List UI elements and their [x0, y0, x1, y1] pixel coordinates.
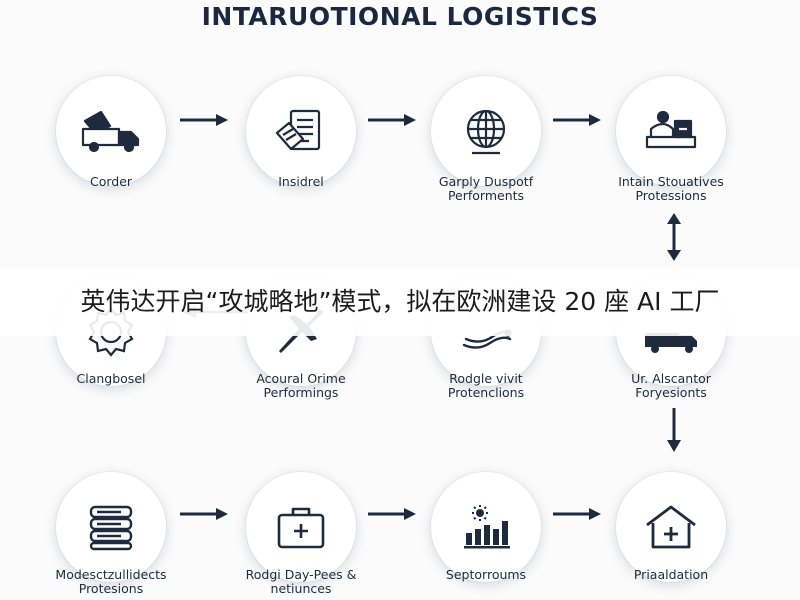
arrow-right-icon	[553, 114, 601, 126]
node-label-route-protection: Rodgle vivit Protenclions	[447, 371, 525, 400]
node-customs	[616, 76, 726, 186]
node-label-documents: Modesctzullidects Protesions	[55, 567, 167, 596]
node-label-inside: Insidrel	[278, 174, 324, 189]
arrow-right-icon	[368, 114, 416, 126]
arrow-right-icon	[180, 508, 228, 520]
warehouse-icon	[646, 505, 696, 549]
headline-banner: 英伟达开启“攻城略地”模式，拟在欧洲建设 20 座 AI 工厂	[0, 268, 800, 336]
node-label-global-dispatch: Garply Duspotf Performents	[438, 174, 534, 203]
node-reporting	[431, 472, 541, 582]
node-validation	[616, 472, 726, 582]
node-label-customs: Intain Stouatives Protessions	[618, 174, 724, 203]
arrow-down-icon	[667, 408, 681, 452]
delivery-truck-icon	[81, 110, 140, 153]
arrow-updown-icon	[667, 213, 681, 261]
node-label-air-freight: Acoural Orime Performings	[256, 371, 346, 400]
banner-headline: 英伟达开启“攻城略地”模式，拟在欧洲建设 20 座 AI 工厂	[80, 287, 720, 316]
node-inside	[246, 76, 356, 186]
cargo-truck-icon	[645, 333, 697, 353]
node-label-fees-notices: Rodgi Day-Pees & netiunces	[245, 567, 357, 596]
bar-chart-icon	[464, 505, 510, 549]
stacked-documents-icon	[89, 505, 133, 551]
node-label-order: Corder	[89, 174, 133, 189]
arrow-right-icon	[368, 508, 416, 520]
globe-grid-icon	[466, 109, 506, 155]
customs-desk-icon	[645, 110, 697, 149]
diagram-title: INTARUOTIONAL LOGISTICS	[201, 2, 599, 31]
node-documents	[56, 472, 166, 582]
arrow-right-icon	[180, 114, 228, 126]
node-label-reporting: Septorroums	[445, 567, 527, 582]
invoice-document-icon	[275, 109, 321, 151]
node-fees-notices	[246, 472, 356, 582]
node-label-validation: Priaaldation	[633, 567, 709, 582]
node-order	[56, 76, 166, 186]
node-global-dispatch	[431, 76, 541, 186]
medical-kit-icon	[277, 507, 325, 549]
node-label-ground-transport: Ur. Alscantor Foryesionts	[631, 371, 711, 400]
node-label-clearance: Clangbosel	[76, 371, 146, 386]
arrow-right-icon	[553, 508, 601, 520]
